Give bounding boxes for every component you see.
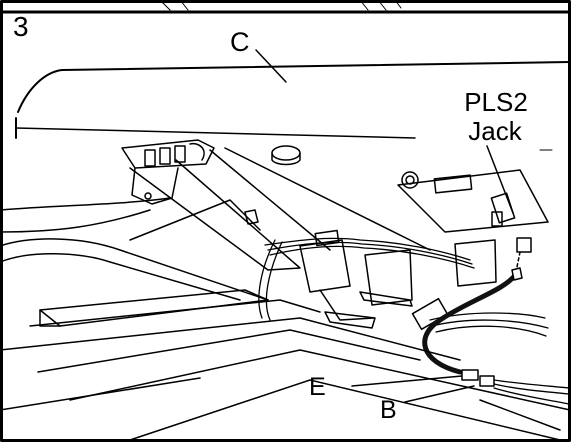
callout-pls2-label: PLS2: [464, 87, 528, 117]
callout-jack-label: Jack: [468, 116, 522, 146]
frame-rails: [0, 147, 431, 301]
base-tray: [0, 289, 571, 441]
callout-e-label: E: [309, 373, 326, 401]
pls2-jack: [516, 237, 532, 253]
callout-b-label: B: [380, 396, 397, 424]
hood-cover-c: [15, 61, 570, 139]
motor-bracket: [121, 139, 301, 205]
thick-wire: [422, 267, 570, 405]
step-number: 3: [13, 11, 29, 42]
control-board: [397, 149, 553, 273]
callout-c-label: C: [230, 27, 250, 57]
